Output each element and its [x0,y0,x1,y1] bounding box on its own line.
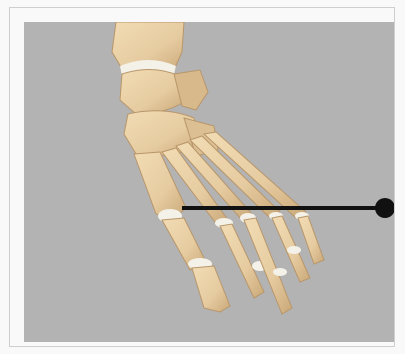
metatarsal-5 [204,132,306,218]
distal-phalanx-1 [192,266,230,312]
phalanges-5 [298,216,324,264]
joint-cartilage-3b [273,268,287,276]
joint-cartilage-4b [287,246,301,254]
foot-skeleton-illustration [24,22,394,342]
illustration-panel [24,22,394,342]
pointer-dot [375,198,394,218]
